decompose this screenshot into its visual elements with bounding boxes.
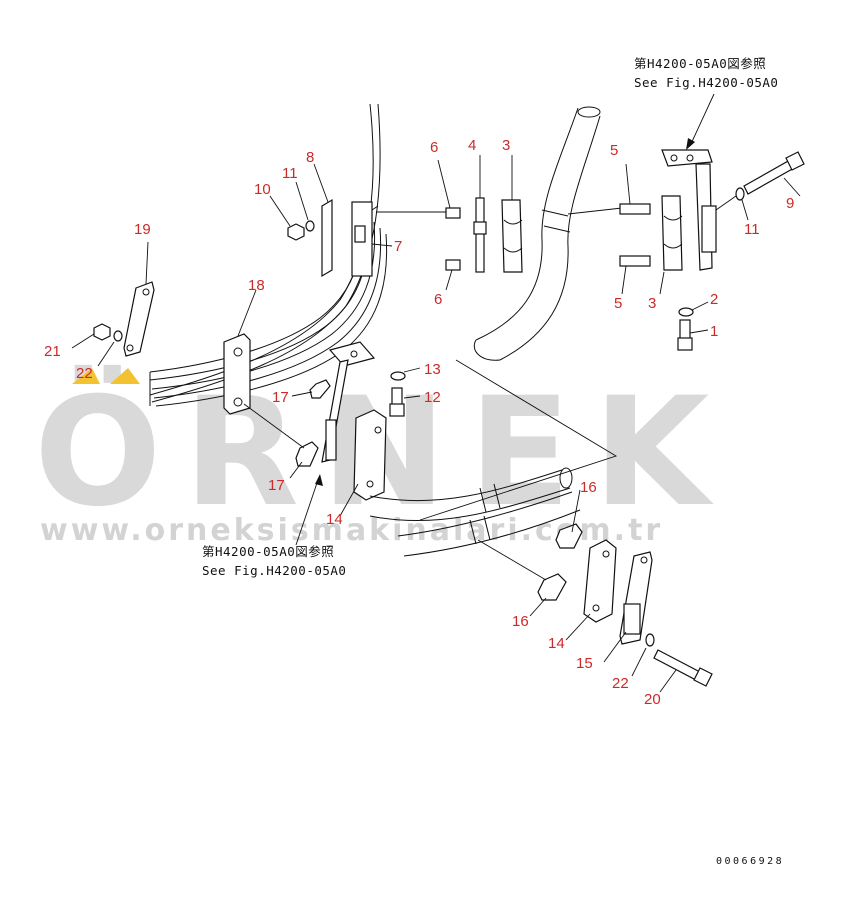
washer-11-right [735, 187, 745, 201]
watermark-accent-left [72, 368, 100, 384]
reference-top-en: See Fig.H4200-05A0 [634, 75, 778, 90]
clamp-14-center [353, 409, 387, 501]
bracket-15 [619, 551, 653, 645]
callout-21: 21 [44, 343, 61, 360]
reference-mid-en: See Fig.H4200-05A0 [202, 563, 346, 578]
plate-4 [473, 197, 487, 273]
bolt-9 [743, 151, 805, 195]
pad-5-lower [619, 255, 651, 267]
callout-6-upper: 6 [430, 139, 438, 156]
pad-5-upper [619, 203, 651, 215]
arrow-head-top [686, 138, 695, 150]
clamp-3-right [661, 195, 683, 271]
callout-1: 1 [710, 323, 718, 340]
callout-15: 15 [576, 655, 593, 672]
reference-mid-jp: 第H4200-05A0図参照 [202, 544, 334, 559]
callout-16-lower: 16 [512, 613, 529, 630]
nut-10 [287, 223, 305, 241]
reference-top-jp: 第H4200-05A0図参照 [634, 56, 766, 71]
callout-11-left: 11 [282, 165, 298, 182]
arrow-head-mid [315, 474, 323, 486]
clamp-3-left [501, 199, 523, 273]
callout-4: 4 [468, 137, 476, 154]
washer-2 [678, 307, 694, 317]
callout-19: 19 [134, 221, 151, 238]
washer-22-right [645, 633, 655, 647]
clamp-14-right [583, 539, 617, 623]
callout-20: 20 [644, 691, 661, 708]
callout-9: 9 [786, 195, 794, 212]
bracket-7 [351, 201, 379, 277]
callout-16-upper: 16 [580, 479, 597, 496]
hose-lower [369, 467, 581, 557]
washer-11-left [305, 220, 315, 232]
bolt-12 [389, 387, 405, 417]
callout-12: 12 [424, 389, 441, 406]
spacer-17-upper [309, 379, 331, 399]
callout-18: 18 [248, 277, 265, 294]
reference-mid: 第H4200-05A0図参照 See Fig.H4200-05A0 [202, 474, 346, 578]
nut-21 [93, 323, 111, 341]
callout-17-lower: 17 [268, 477, 285, 494]
bracket-top-right [661, 149, 717, 271]
callout-22-right: 22 [612, 675, 629, 692]
callout-22-left: 22 [76, 365, 93, 382]
callout-14-right: 14 [548, 635, 565, 652]
doc-number: 00066928 [716, 856, 784, 867]
callout-14-center: 14 [326, 511, 343, 528]
spacer-16-lower [537, 573, 567, 601]
callouts: 1 2 3 3 4 5 5 6 6 7 8 9 10 11 11 12 13 1… [44, 137, 794, 708]
callout-3-right: 3 [648, 295, 656, 312]
callout-5-lower: 5 [614, 295, 622, 312]
bracket-center [321, 341, 376, 463]
plate-19 [123, 281, 155, 357]
spacer-16-upper [555, 523, 583, 549]
washer-22-left [113, 330, 123, 342]
callout-13: 13 [424, 361, 441, 378]
callout-11-right: 11 [744, 221, 760, 238]
watermark: ÖRNEK www.orneksismakinalari.com.tr [34, 364, 709, 548]
pad-6-lower [445, 259, 461, 271]
hose-upper [473, 106, 601, 361]
plate-8 [321, 198, 333, 278]
clamp-18 [223, 333, 251, 415]
callout-6-lower: 6 [434, 291, 442, 308]
callout-2: 2 [710, 291, 718, 308]
callout-8: 8 [306, 149, 314, 166]
callout-5-upper: 5 [610, 142, 618, 159]
pad-6-upper [445, 207, 461, 219]
watermark-accent-right [110, 368, 140, 384]
reference-top: 第H4200-05A0図参照 See Fig.H4200-05A0 [634, 56, 778, 150]
callout-leaders [71, 155, 801, 693]
bolt-1 [677, 319, 693, 351]
bolt-20 [653, 649, 713, 687]
callout-10: 10 [254, 181, 271, 198]
callout-7: 7 [394, 238, 402, 255]
connect-lines [419, 359, 618, 521]
callout-17-upper: 17 [272, 389, 289, 406]
washer-13 [390, 371, 406, 381]
spacer-17-lower [295, 441, 319, 467]
callout-3-upper: 3 [502, 137, 510, 154]
